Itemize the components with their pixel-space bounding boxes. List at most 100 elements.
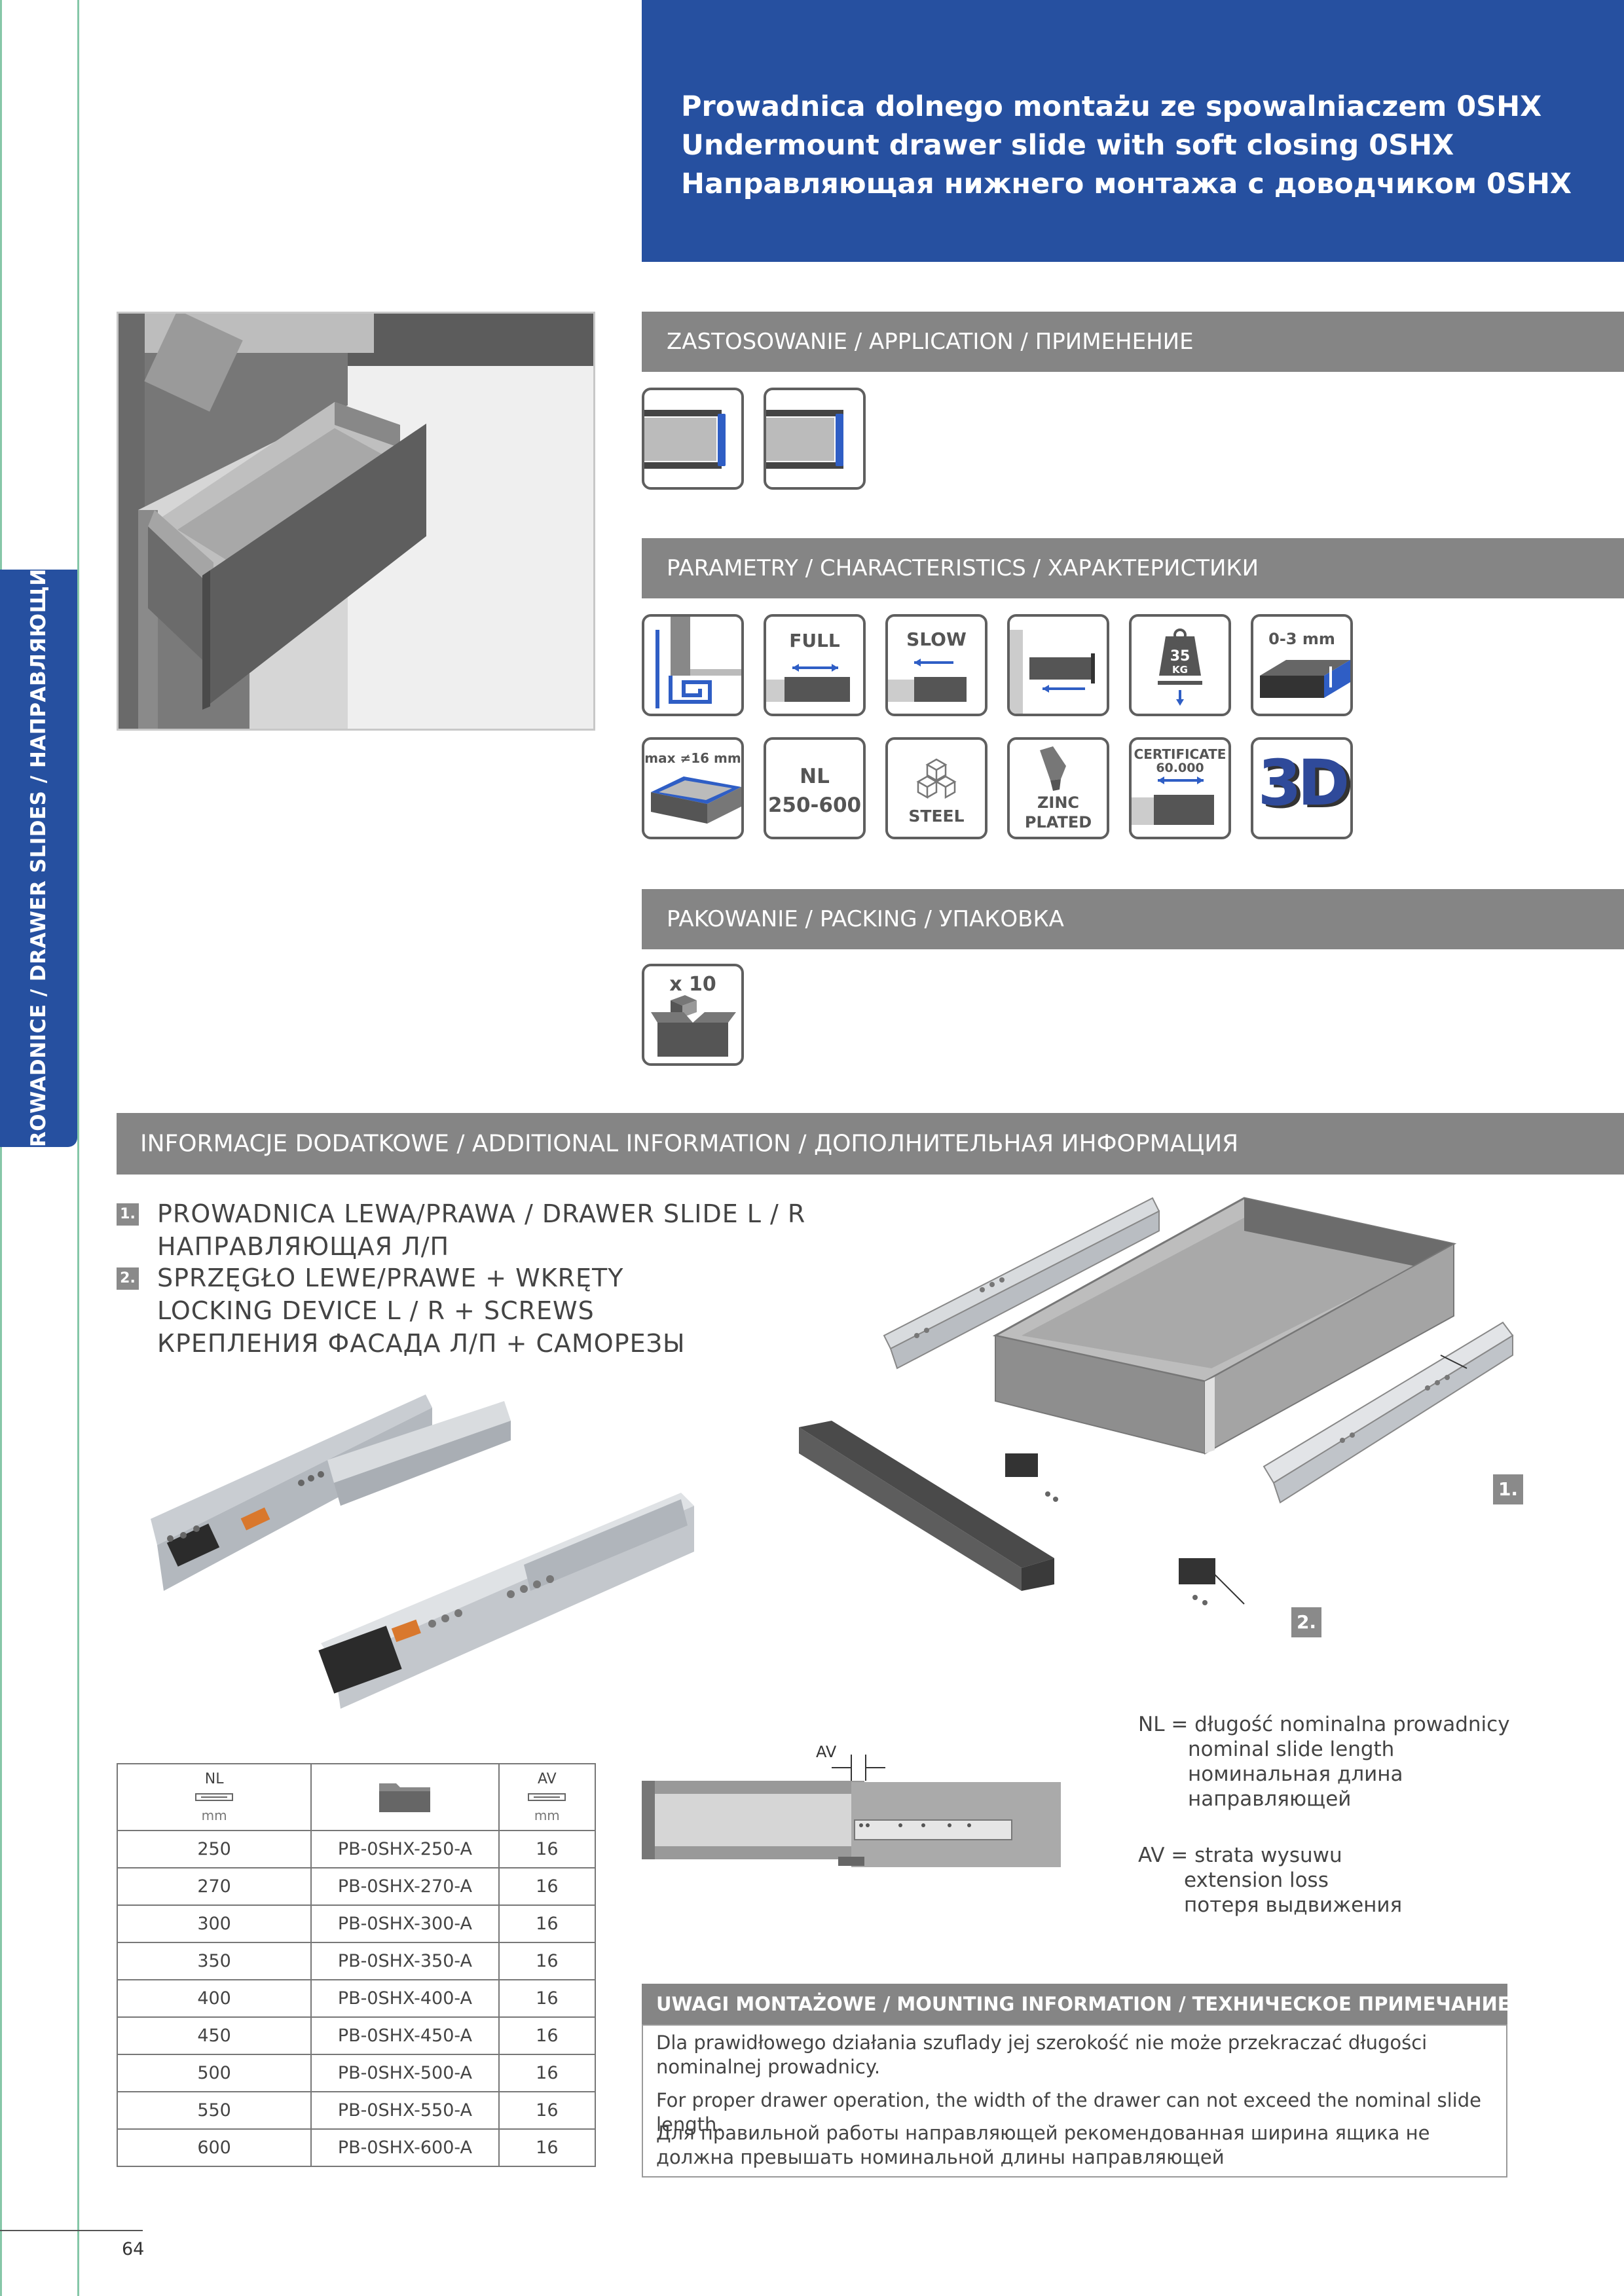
- code-cell: PB-0SHX-550-A: [310, 2091, 500, 2130]
- mounting-info-header: UWAGI MONTAŻOWE / MOUNTING INFORMATION /…: [642, 1984, 1518, 2024]
- av-cell: 16: [498, 1979, 597, 2018]
- item-2-line2: LOCKING DEVICE L / R + SCREWS: [157, 1296, 595, 1325]
- item-2-line1: SPRZĘGŁO LEWE/PRAWE + WKRĘTY: [157, 1264, 624, 1292]
- slow-label: SLOW: [906, 629, 967, 650]
- code-cell: PB-0SHX-450-A: [310, 2016, 500, 2055]
- legend-nl-2: nominal slide length: [1188, 1738, 1395, 1761]
- nl-cell: 500: [116, 2054, 312, 2092]
- legend-nl-4: направляющей: [1188, 1787, 1352, 1811]
- length-ruler-icon: [195, 1793, 234, 1801]
- application-right-icon: [764, 388, 866, 490]
- av-unit: mm: [534, 1808, 560, 1823]
- nl-icon-range: 250-600: [767, 793, 862, 817]
- av-cell: 16: [498, 2016, 597, 2055]
- code-cell: PB-0SHX-400-A: [310, 1979, 500, 2018]
- slow-close-icon: SLOW: [885, 614, 987, 716]
- section-application: ZASTOSOWANIE / APPLICATION / ПРИМЕНЕНИЕ: [642, 312, 1624, 372]
- section-packing: PAKOWANIE / PACKING / УПАКОВКА: [642, 889, 1624, 949]
- code-header-cell: [310, 1763, 500, 1831]
- push-open-icon: [1007, 614, 1109, 716]
- nl-cell: 270: [116, 1867, 312, 1906]
- item-2-badge: 2.: [117, 1267, 139, 1290]
- nl-header: NL: [204, 1771, 224, 1787]
- mounting-text-ru: Для правильной работы направляющей реком…: [656, 2122, 1430, 2168]
- zinc-label-1: ZINC: [1037, 793, 1080, 812]
- nl-cell: 600: [116, 2128, 312, 2167]
- nl-cell: 550: [116, 2091, 312, 2130]
- nl-cell: 300: [116, 1904, 312, 1943]
- av-header: AV: [537, 1771, 557, 1787]
- title-en: Undermount drawer slide with soft closin…: [681, 129, 1454, 162]
- folder-icon: [379, 1783, 431, 1812]
- title-ru: Направляющая нижнего монтажа с доводчико…: [681, 168, 1572, 200]
- side-tab-label: PROWADNICE / DRAWER SLIDES / НАПРАВЛЯЮЩИ…: [27, 554, 50, 1163]
- mounting-info-header-label: UWAGI MONTAŻOWE / MOUNTING INFORMATION /…: [656, 1993, 1519, 2015]
- code-cell: PB-0SHX-300-A: [310, 1904, 500, 1943]
- av-cell: 16: [498, 1830, 597, 1868]
- section-characteristics-label: PARAMETRY / CHARACTERISTICS / ХАРАКТЕРИС…: [667, 555, 1259, 581]
- load-unit: KG: [1172, 664, 1188, 676]
- legend-nl-1: NL = długość nominalna prowadnicy: [1138, 1713, 1510, 1736]
- nl-cell: 400: [116, 1979, 312, 2018]
- pack-qty-label: x 10: [669, 973, 716, 996]
- section-application-label: ZASTOSOWANIE / APPLICATION / ПРИМЕНЕНИЕ: [667, 329, 1194, 355]
- code-cell: PB-0SHX-500-A: [310, 2054, 500, 2092]
- zinc-plated-icon: ZINC PLATED: [1007, 737, 1109, 839]
- page-number: 64: [122, 2239, 145, 2259]
- callout-2: 2.: [1291, 1607, 1321, 1637]
- av-cell: 16: [498, 2054, 597, 2092]
- nl-cell: 350: [116, 1942, 312, 1980]
- av-cell: 16: [498, 2128, 597, 2167]
- footer-line: [0, 2230, 143, 2231]
- left-edge-line: [0, 0, 2, 2296]
- mounting-text-en: For proper drawer operation, the width o…: [656, 2089, 1481, 2136]
- legend-av-1: AV = strata wysuwu: [1138, 1844, 1342, 1867]
- av-cell: 16: [498, 1904, 597, 1943]
- nl-unit: mm: [201, 1808, 227, 1823]
- 3d-model-icon: 3D: [1251, 737, 1353, 839]
- nl-icon-label: NL: [800, 765, 830, 788]
- item-1-badge: 1.: [117, 1203, 139, 1226]
- item-2-line3: КРЕПЛЕНИЯ ФАСАДА Л/П + САМОРЕЗЫ: [157, 1329, 686, 1358]
- nl-cell: 450: [116, 2016, 312, 2055]
- title-pl: Prowadnica dolnego montażu ze spowalniac…: [681, 90, 1542, 123]
- packing-box-icon: x 10: [642, 964, 744, 1066]
- section-packing-label: PAKOWANIE / PACKING / УПАКОВКА: [667, 906, 1064, 932]
- product-photo: [117, 312, 595, 731]
- av-cell: 16: [498, 2091, 597, 2130]
- zinc-label-2: PLATED: [1024, 813, 1092, 831]
- full-label: FULL: [789, 630, 840, 651]
- table-header-row: NL mm AV mm: [116, 1763, 597, 1831]
- legend-av-3: потеря выдвижения: [1184, 1893, 1403, 1917]
- slide-pair-photo: [144, 1375, 707, 1715]
- code-cell: PB-0SHX-600-A: [310, 2128, 500, 2167]
- legend-nl-3: номинальная длина: [1188, 1762, 1403, 1786]
- mounting-info-box: Dla prawidłowego działania szuflady jej …: [642, 2024, 1507, 2178]
- exploded-assembly-drawing: [786, 1192, 1539, 1650]
- certificate-icon: CERTIFICATE 60.000: [1129, 737, 1231, 839]
- nl-header-cell: NL mm: [116, 1763, 312, 1831]
- steel-material-icon: STEEL: [885, 737, 987, 839]
- item-1-line1: PROWADNICA LEWA/PRAWA / DRAWER SLIDE L /…: [157, 1199, 806, 1228]
- title-banner: Prowadnica dolnego montażu ze spowalniac…: [642, 0, 1624, 262]
- nominal-length-icon: NL 250-600: [764, 737, 866, 839]
- extension-ruler-icon: [528, 1793, 566, 1801]
- load-value: 35: [1170, 648, 1190, 665]
- application-left-icon: [642, 388, 744, 490]
- nl-cell: 250: [116, 1830, 312, 1868]
- av-cell: 16: [498, 1942, 597, 1980]
- full-extension-icon: FULL: [764, 614, 866, 716]
- legend-av-2: extension loss: [1184, 1868, 1329, 1892]
- code-cell: PB-0SHX-250-A: [310, 1830, 500, 1868]
- section-characteristics: PARAMETRY / CHARACTERISTICS / ХАРАКТЕРИС…: [642, 538, 1624, 598]
- load-capacity-icon: 35 KG: [1129, 614, 1231, 716]
- adjust-label: 0-3 mm: [1268, 630, 1335, 648]
- 3d-label: 3D: [1257, 746, 1350, 820]
